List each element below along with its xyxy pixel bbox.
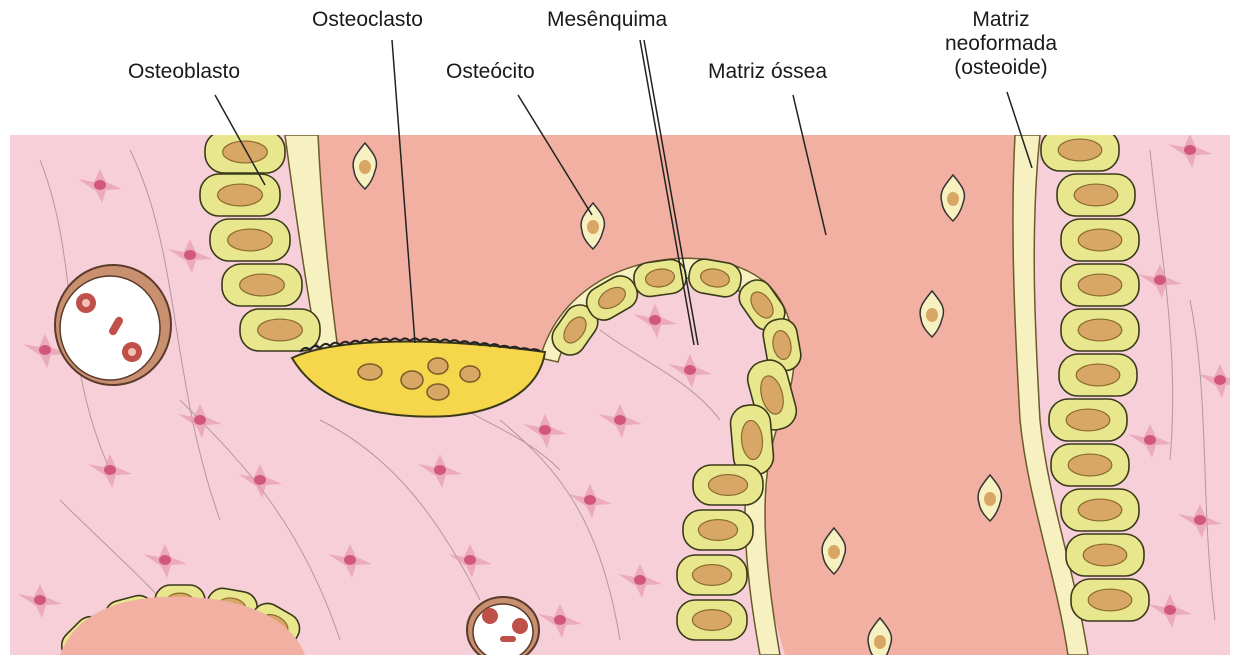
osteoblast (1061, 219, 1139, 261)
osteoblast (1051, 444, 1129, 486)
label-matriz-neoformada-line2: neoformada (928, 32, 1074, 56)
osteoblast (240, 309, 320, 351)
label-osteocito: Osteócito (446, 60, 535, 84)
osteoblast (200, 174, 280, 216)
osteoblast (683, 510, 753, 550)
osteoblast (205, 131, 285, 173)
osteoblast (677, 600, 747, 640)
osteoblast (1049, 399, 1127, 441)
osteoblast (677, 555, 747, 595)
label-matriz-neoformada-line3: (osteoide) (928, 56, 1074, 80)
osteoblast (1071, 579, 1149, 621)
blood-vessel (467, 597, 539, 655)
osteoblast (1057, 174, 1135, 216)
label-osteoblasto: Osteoblasto (128, 60, 240, 84)
label-osteoclasto: Osteoclasto (312, 8, 423, 32)
blood-vessel (55, 265, 171, 385)
osteoblast (1066, 534, 1144, 576)
label-mesenquima: Mesênquima (547, 8, 667, 32)
osteoblast (1041, 129, 1119, 171)
label-matriz-ossea: Matriz óssea (708, 60, 827, 84)
label-matriz-neoformada-line1: Matriz (928, 8, 1074, 32)
osteoblast (1061, 489, 1139, 531)
osteoblast (222, 264, 302, 306)
osteoblast (1061, 264, 1139, 306)
osteoblast (1059, 354, 1137, 396)
osteoblast (1061, 309, 1139, 351)
label-matriz-neoformada: Matriz neoformada (osteoide) (928, 8, 1074, 80)
osteoblast (210, 219, 290, 261)
osteoblast (693, 465, 763, 505)
